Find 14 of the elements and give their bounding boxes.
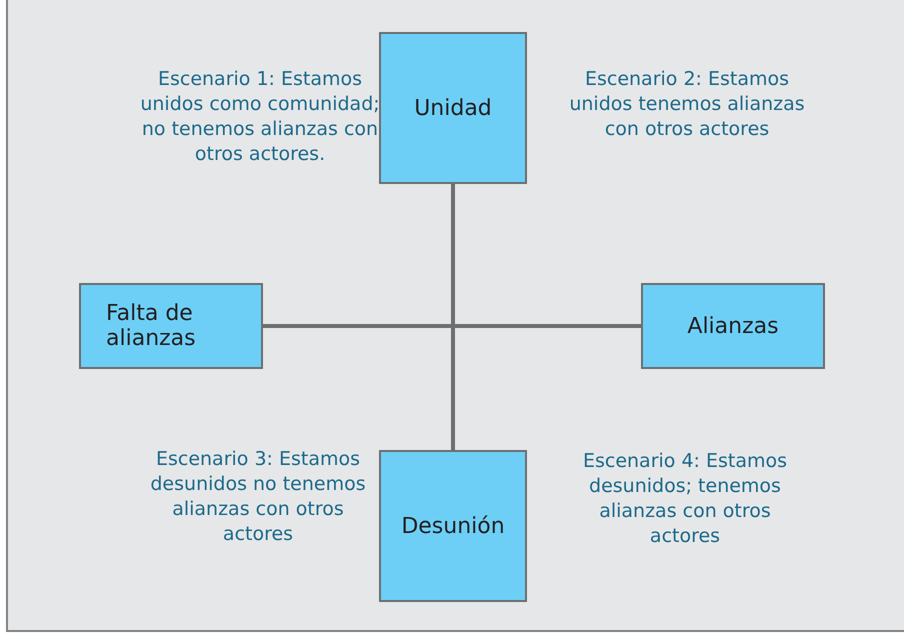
category-box — [641, 283, 825, 369]
node-label: Falta de alianzas — [106, 301, 197, 351]
node-label: Desunión — [401, 514, 505, 538]
node-label: Alianzas — [687, 314, 779, 338]
scenario-text: Escenario 1: Estamos unidos como comunidad; no tenemos alianzas con otros actores. — [140, 67, 380, 167]
category-box — [379, 450, 527, 602]
scenario-text: Escenario 4: Estamos desunidos; tenemos alianzas con otros actores — [582, 449, 788, 549]
axis-line — [451, 184, 455, 450]
axis-line — [263, 324, 641, 328]
scenario-text: Escenario 3: Estamos desunidos no tenemos alianzas con otros actores — [149, 447, 367, 547]
scenario-text: Escenario 2: Estamos unidos tenemos alianzas con otros actores — [568, 67, 806, 142]
category-box — [379, 32, 527, 184]
category-box — [79, 283, 263, 369]
node-label: Unidad — [414, 96, 492, 120]
